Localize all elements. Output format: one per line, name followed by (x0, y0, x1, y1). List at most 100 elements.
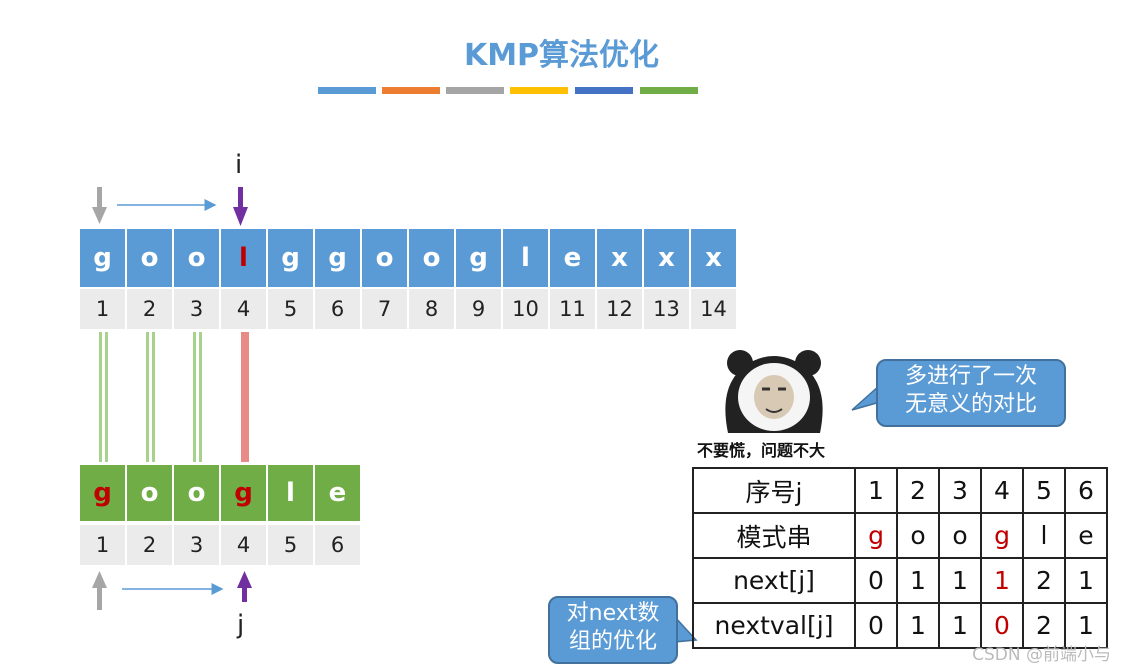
table-cell: 4 (980, 467, 1024, 514)
table-cell: 1 (854, 467, 898, 514)
table-cell: e (1064, 512, 1108, 559)
row-header: nextval[j] (692, 602, 856, 649)
color-bar-segment (510, 87, 568, 94)
pattern-char-cell: g (221, 465, 266, 521)
table-cell: 6 (1064, 467, 1108, 514)
color-bar-segment (318, 87, 376, 94)
table-cell: o (938, 512, 982, 559)
table-cell: 1 (980, 557, 1024, 604)
main-char-cell: g (456, 229, 501, 287)
callout-bottom-line2: 组的优化 (568, 629, 657, 654)
callout-top: 多进行了一次 无意义的对比 (876, 359, 1066, 427)
pattern-index-row: 1 2 3 4 5 6 (80, 525, 362, 565)
table-cell: g (854, 512, 898, 559)
watermark: CSDN @前端小与 (972, 645, 1111, 665)
table-cell: 1 (896, 557, 940, 604)
pattern-index-cell: 6 (315, 525, 360, 565)
main-index-cell: 11 (550, 289, 595, 329)
main-char-cell: o (174, 229, 219, 287)
pattern-char-cell: e (315, 465, 360, 521)
mismatch-line (241, 332, 249, 462)
callout-top-line2: 无意义的对比 (904, 392, 1037, 417)
pattern-char-cell: o (174, 465, 219, 521)
main-char-cell: o (362, 229, 407, 287)
table-cell: 5 (1022, 467, 1066, 514)
color-bar-segment (640, 87, 698, 94)
pattern-char-cell: g (80, 465, 125, 521)
main-index-cell: 8 (409, 289, 454, 329)
row-header: 模式串 (692, 512, 856, 559)
table-cell: 3 (938, 467, 982, 514)
table-cell: o (896, 512, 940, 559)
i-pointer-label: i (235, 150, 243, 180)
row-header: 序号j (692, 467, 856, 514)
pattern-char-cell: l (268, 465, 313, 521)
main-char-cell: x (691, 229, 736, 287)
panda-meme-image (725, 350, 823, 433)
main-index-cell: 3 (174, 289, 219, 329)
main-char-cell: l (503, 229, 548, 287)
table-cell: 2 (896, 467, 940, 514)
callout-bottom: 对next数 组的优化 (548, 596, 678, 664)
main-index-cell: 14 (691, 289, 736, 329)
match-lines (99, 332, 202, 462)
callout-bottom-line1: 对next数 (566, 601, 660, 626)
table-cell: l (1022, 512, 1066, 559)
main-char-cell: g (315, 229, 360, 287)
main-index-row: 1 2 3 4 5 6 7 8 9 10 11 12 13 14 (80, 289, 738, 329)
table-cell: 1 (938, 602, 982, 649)
main-char-cell: o (127, 229, 172, 287)
j-pointer-label: j (237, 610, 245, 640)
i-pointer-arrow (233, 187, 248, 226)
next-table: 序号j 1 2 3 4 5 6 模式串 g o o g l e next[j] … (692, 467, 1108, 649)
main-char-cell: o (409, 229, 454, 287)
main-char-cell: x (644, 229, 689, 287)
table-cell: g (980, 512, 1024, 559)
table-cell: 1 (1064, 557, 1108, 604)
table-row: 模式串 g o o g l e (692, 512, 1108, 559)
main-index-cell: 6 (315, 289, 360, 329)
color-bar-segment (575, 87, 633, 94)
main-index-cell: 4 (221, 289, 266, 329)
main-index-cell: 9 (456, 289, 501, 329)
row-header: next[j] (692, 557, 856, 604)
table-cell: 1 (896, 602, 940, 649)
table-cell: 2 (1022, 602, 1066, 649)
meme-caption: 不要慌，问题不大 (697, 441, 826, 460)
table-cell: 0 (854, 602, 898, 649)
pattern-index-cell: 2 (127, 525, 172, 565)
table-cell: 1 (938, 557, 982, 604)
table-cell: 0 (854, 557, 898, 604)
table-row: nextval[j] 0 1 1 0 2 1 (692, 602, 1108, 649)
color-bar-segment (382, 87, 440, 94)
table-cell: 1 (1064, 602, 1108, 649)
main-char-cell: e (550, 229, 595, 287)
main-char-cell: x (597, 229, 642, 287)
callout-top-line1: 多进行了一次 (904, 364, 1037, 389)
pattern-index-cell: 1 (80, 525, 125, 565)
main-index-cell: 10 (503, 289, 548, 329)
main-string-row: g o o l g g o o g l e x x x (80, 229, 738, 287)
j-pointer-arrow (237, 571, 252, 602)
table-row: next[j] 0 1 1 1 2 1 (692, 557, 1108, 604)
main-index-cell: 12 (597, 289, 642, 329)
color-bar-segment (446, 87, 504, 94)
pattern-char-cell: o (127, 465, 172, 521)
main-index-cell: 13 (644, 289, 689, 329)
main-index-cell: 7 (362, 289, 407, 329)
main-char-cell: g (268, 229, 313, 287)
pattern-row: g o o g l e (80, 465, 362, 521)
table-cell: 2 (1022, 557, 1066, 604)
start-arrow-top (92, 187, 107, 224)
start-arrow-bottom (92, 571, 107, 610)
pattern-index-cell: 4 (221, 525, 266, 565)
main-index-cell: 5 (268, 289, 313, 329)
main-char-cell: g (80, 229, 125, 287)
main-index-cell: 1 (80, 289, 125, 329)
page-title: KMP算法优化 (463, 38, 660, 73)
main-char-cell-mismatch: l (221, 229, 266, 287)
table-cell: 0 (980, 602, 1024, 649)
main-index-cell: 2 (127, 289, 172, 329)
table-row: 序号j 1 2 3 4 5 6 (692, 467, 1108, 514)
